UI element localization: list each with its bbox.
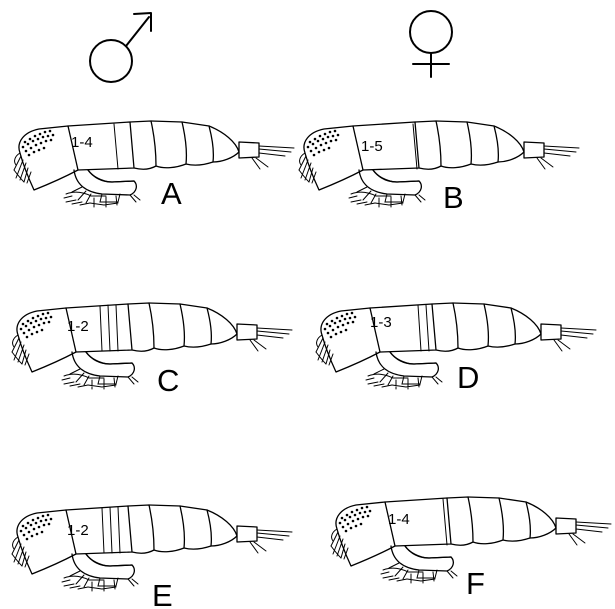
segment-label: 1-4 (388, 511, 410, 528)
panel-letter: E (152, 578, 173, 609)
panel-letter: B (443, 180, 464, 215)
panel-letter: A (161, 176, 182, 211)
ring-line (100, 305, 118, 351)
segment-label: 1-2 (67, 522, 89, 539)
panel-letter: D (457, 360, 479, 395)
panel-a: 1-4 (14, 121, 294, 207)
panel-d: 1-3 (316, 303, 596, 389)
segment-label: 1-2 (67, 318, 89, 335)
segment-label: 1-3 (370, 314, 392, 331)
ring-line (114, 124, 118, 169)
panel-b: 1-5 (299, 121, 579, 207)
panel-c: 1-2 (12, 303, 292, 389)
panel-letter: C (157, 363, 179, 398)
ring-line (102, 507, 120, 553)
female-symbol-icon (410, 11, 452, 77)
panel-letter: F (466, 566, 485, 601)
ring-line (443, 499, 447, 545)
ring-line (418, 305, 429, 351)
male-symbol-icon (90, 13, 151, 82)
segment-label: 1-5 (361, 138, 383, 155)
segment-label: 1-4 (71, 134, 93, 151)
